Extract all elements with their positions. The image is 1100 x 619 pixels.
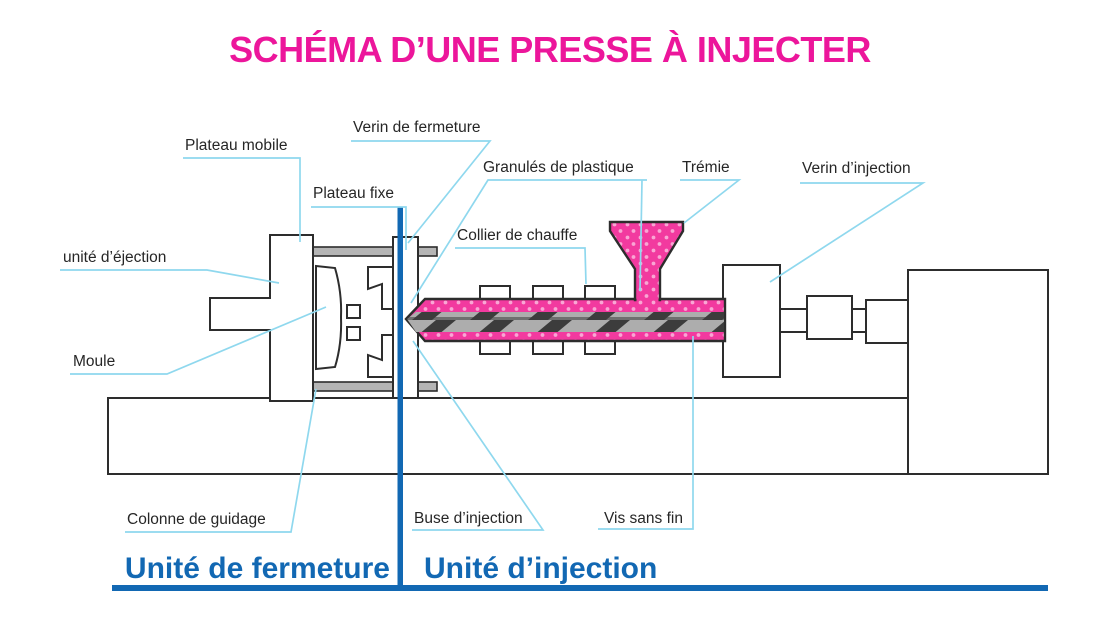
moving-platen xyxy=(209,234,314,402)
label-unite-ejection: unité d’éjection xyxy=(63,249,166,266)
drive-rod-right xyxy=(851,308,867,333)
label-buse-injection: Buse d’injection xyxy=(414,510,523,527)
machine-base xyxy=(107,397,911,475)
hopper-neck-join xyxy=(636,296,659,303)
mold-left-half xyxy=(315,264,343,371)
leader-moule xyxy=(70,306,327,375)
leader-granules xyxy=(410,179,647,304)
label-granules: Granulés de plastique xyxy=(483,159,634,176)
label-plateau-fixe: Plateau fixe xyxy=(313,185,394,202)
label-colonne-guidage: Colonne de guidage xyxy=(127,511,266,528)
coupling-block-1 xyxy=(806,295,853,340)
leader-colonne-guidage xyxy=(125,388,317,533)
mold-core-top xyxy=(346,304,361,319)
bottom-rule xyxy=(112,585,1048,591)
label-verin-injection: Verin d’injection xyxy=(802,160,911,177)
label-moule: Moule xyxy=(73,353,115,370)
leader-verin-injection xyxy=(769,182,926,283)
unit-title-injection: Unité d’injection xyxy=(424,552,657,585)
mold-core-bottom xyxy=(346,326,361,341)
leader-vis-sans-fin xyxy=(598,336,694,530)
drive-rod-left xyxy=(779,308,808,333)
leader-plateau-mobile xyxy=(183,157,301,242)
leader-unite-ejection xyxy=(60,269,280,284)
label-vis-sans-fin: Vis sans fin xyxy=(604,510,683,527)
label-collier-chauffe: Collier de chauffe xyxy=(457,227,577,244)
leader-tremie xyxy=(680,179,742,224)
label-tremie: Trémie xyxy=(682,159,730,176)
unit-divider-line xyxy=(397,207,403,591)
label-plateau-mobile: Plateau mobile xyxy=(185,137,288,154)
leader-plateau-fixe xyxy=(311,206,407,250)
page-title: SCHÉMA D’UNE PRESSE À INJECTER xyxy=(229,29,871,70)
screw xyxy=(407,312,724,332)
leader-collier-chauffe xyxy=(455,247,587,285)
hopper xyxy=(608,220,685,302)
leader-granules-drop xyxy=(639,179,643,292)
leader-buse-injection xyxy=(412,340,545,531)
leader-verin-fermeture xyxy=(351,140,492,244)
label-verin-fermeture: Verin de fermeture xyxy=(353,119,481,136)
unit-title-fermeture: Unité de fermeture xyxy=(125,552,390,585)
injection-motor-housing xyxy=(907,269,1049,475)
coupling-block-2 xyxy=(865,299,909,344)
